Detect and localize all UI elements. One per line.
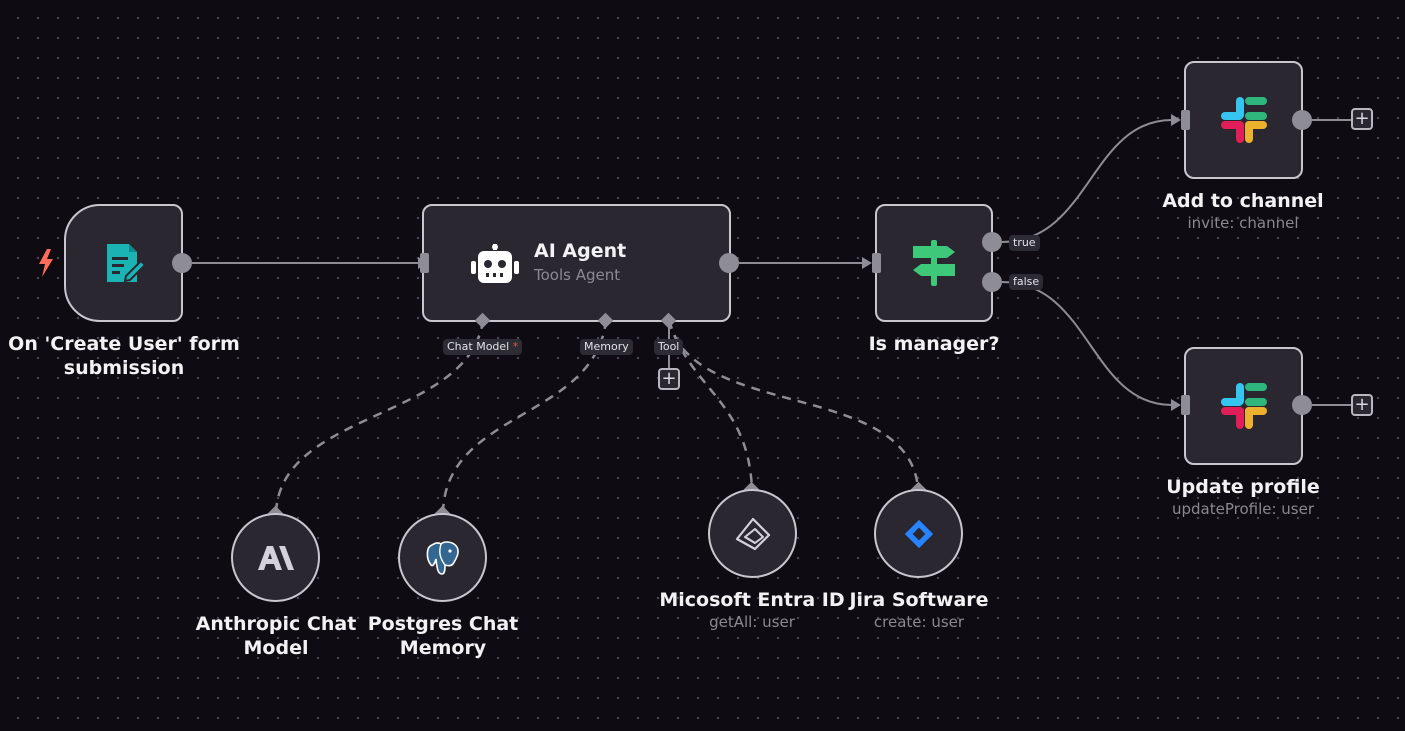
agent-input-port[interactable] [420, 253, 429, 273]
arrowhead-if-in [862, 257, 872, 269]
add-channel-input-port[interactable] [1181, 110, 1190, 130]
slack-icon [1220, 97, 1267, 143]
postgres-chat-memory-node[interactable] [398, 513, 487, 602]
if-input-port[interactable] [872, 253, 881, 273]
anthropic-icon [257, 545, 294, 570]
anthropic-title-line2: Model [243, 637, 309, 659]
jira-title: Jira Software [849, 589, 989, 611]
update-profile-node[interactable] [1184, 347, 1303, 465]
if-title: Is manager? [868, 333, 1000, 355]
postgres-elephant-icon [426, 540, 459, 575]
arrowhead-slack-add-in [1171, 114, 1181, 126]
memory-port-label: Memory [580, 339, 633, 355]
form-icon [106, 244, 146, 283]
trigger-node[interactable] [64, 204, 183, 322]
if-true-label: true [1009, 235, 1040, 251]
anthropic-chat-model-node[interactable] [231, 513, 320, 602]
arrowhead-slack-update-in [1171, 399, 1181, 411]
tool-port-label: Tool [654, 339, 684, 355]
chat-model-label-text: Chat Model [447, 340, 510, 353]
update-profile-subtitle: updateProfile: user [1171, 500, 1315, 518]
add-after-channel-button[interactable]: + [1351, 108, 1373, 130]
slack-icon [1220, 383, 1267, 429]
postgres-title-line2: Memory [399, 637, 487, 659]
agent-subtitle: Tools Agent [534, 266, 621, 284]
if-false-port[interactable] [982, 272, 1002, 292]
ai-agent-node[interactable]: AI Agent Tools Agent [422, 204, 731, 322]
robot-icon [471, 244, 519, 283]
add-tool-button[interactable]: + [658, 368, 680, 390]
lightning-icon [39, 249, 53, 277]
agent-output-port[interactable] [719, 253, 739, 273]
anthropic-title-line1: Anthropic Chat [195, 613, 357, 635]
signpost-icon [913, 240, 955, 286]
entra-id-icon [735, 517, 770, 550]
agent-title: AI Agent [534, 240, 627, 262]
required-asterisk: * [512, 340, 519, 353]
entra-title: Micosoft Entra ID [659, 589, 845, 611]
is-manager-node[interactable] [875, 204, 993, 322]
add-channel-title: Add to channel [1162, 190, 1324, 212]
trigger-title-line2: submission [63, 357, 185, 379]
update-profile-output-port[interactable] [1292, 395, 1312, 415]
add-after-profile-button[interactable]: + [1351, 394, 1373, 416]
jira-subtitle: create: user [873, 613, 965, 631]
entra-subtitle: getAll: user [709, 613, 795, 631]
trigger-output-port[interactable] [172, 253, 192, 273]
jira-icon [904, 519, 933, 548]
trigger-title-line1: On 'Create User' form [8, 333, 240, 355]
add-channel-subtitle: invite: channel [1187, 214, 1299, 232]
jira-software-node[interactable] [874, 489, 963, 578]
if-false-label: false [1009, 274, 1044, 290]
update-profile-input-port[interactable] [1181, 395, 1190, 415]
chat-model-port-label: Chat Model * [443, 339, 523, 355]
add-to-channel-node[interactable] [1184, 61, 1303, 179]
postgres-title-line1: Postgres Chat [367, 613, 519, 635]
add-channel-output-port[interactable] [1292, 110, 1312, 130]
entra-id-node[interactable] [708, 489, 797, 578]
update-profile-title: Update profile [1166, 476, 1320, 498]
if-true-port[interactable] [982, 232, 1002, 252]
